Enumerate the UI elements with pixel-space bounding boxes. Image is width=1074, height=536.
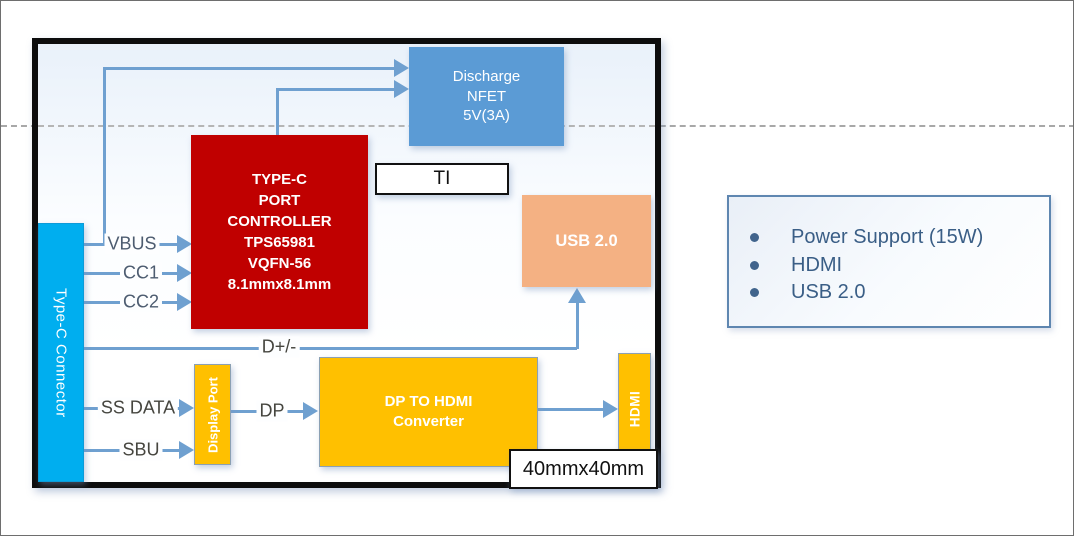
arrow-into-nfet-top	[394, 59, 409, 77]
arrow-into-usb2	[568, 288, 586, 303]
dp-arrow	[303, 402, 318, 420]
vbus-arrow	[177, 235, 192, 253]
sbu-label: SBU	[119, 439, 163, 461]
hdmi-arrow	[603, 400, 618, 418]
hdmi-label: HDMI	[627, 390, 642, 428]
callout-item-usb2-label: USB 2.0	[791, 281, 866, 304]
usb2-block: USB 2.0	[522, 195, 651, 287]
vbus-branch-line	[102, 66, 106, 245]
nfet-line-1: Discharge	[452, 68, 521, 86]
dp-label: DP	[256, 400, 288, 422]
cc1-arrow	[177, 264, 192, 282]
display-port-label: Display Port	[205, 376, 220, 453]
cc2-label: CC2	[119, 291, 163, 313]
callout-item-power-label: Power Support (15W)	[791, 226, 984, 249]
controller-line-3: CONTROLLER	[227, 213, 332, 230]
display-port-block: Display Port	[194, 364, 231, 465]
converter-line-1: DP TO HDMI	[384, 393, 473, 410]
callout-item-hdmi: HDMI	[745, 252, 1039, 280]
controller-line-5: VQFN-56	[247, 255, 312, 272]
bullet-icon	[750, 233, 759, 243]
ssdata-arrow	[179, 399, 194, 417]
feature-callout-box: Power Support (15W) HDMI USB 2.0	[727, 195, 1051, 328]
controller-line-6: 8.1mmx8.1mm	[227, 276, 332, 293]
converter-line-2: Converter	[393, 413, 464, 430]
controller-line-1: TYPE-C	[251, 171, 307, 188]
cc2-arrow	[177, 293, 192, 311]
size-note-label: 40mmx40mm	[522, 457, 645, 480]
nfet-line-3: 5V(3A)	[463, 107, 510, 125]
nfet-line-2: NFET	[466, 87, 507, 105]
usb-data-line	[84, 346, 577, 350]
bullet-icon	[750, 288, 759, 298]
controller-to-nfet-riser	[276, 88, 279, 135]
vbus-to-nfet-line	[102, 66, 395, 70]
bullet-icon	[750, 260, 759, 270]
usb2-label: USB 2.0	[555, 231, 618, 250]
ssdata-label: SS DATA	[97, 397, 179, 419]
controller-line-2: PORT	[258, 192, 301, 209]
type-c-port-controller-block: TYPE-C PORT CONTROLLER TPS65981 VQFN-56 …	[191, 135, 368, 329]
type-c-connector-label: Type-C Connector	[52, 287, 70, 418]
type-c-connector-block: Type-C Connector	[38, 223, 84, 482]
cc1-label: CC1	[119, 262, 163, 284]
discharge-nfet-block: Discharge NFET 5V(3A)	[409, 47, 564, 146]
controller-to-nfet-line	[276, 87, 395, 91]
size-note-box: 40mmx40mm	[509, 449, 658, 489]
callout-item-power: Power Support (15W)	[745, 224, 1039, 252]
dpm-label: D+/-	[258, 336, 300, 358]
callout-item-usb2: USB 2.0	[745, 279, 1039, 307]
dp-to-hdmi-converter-block: DP TO HDMI Converter	[319, 357, 538, 467]
arrow-into-nfet-bottom	[394, 80, 409, 98]
vbus-label: VBUS	[104, 233, 160, 255]
sbu-arrow	[179, 441, 194, 459]
controller-line-4: TPS65981	[244, 234, 315, 251]
guide-dashed-line-inner	[38, 125, 655, 127]
ti-label: TI	[433, 168, 451, 189]
usb-data-riser	[575, 293, 579, 349]
ti-label-box: TI	[375, 163, 509, 195]
converter-to-hdmi-line	[538, 407, 604, 411]
callout-item-hdmi-label: HDMI	[791, 253, 843, 276]
